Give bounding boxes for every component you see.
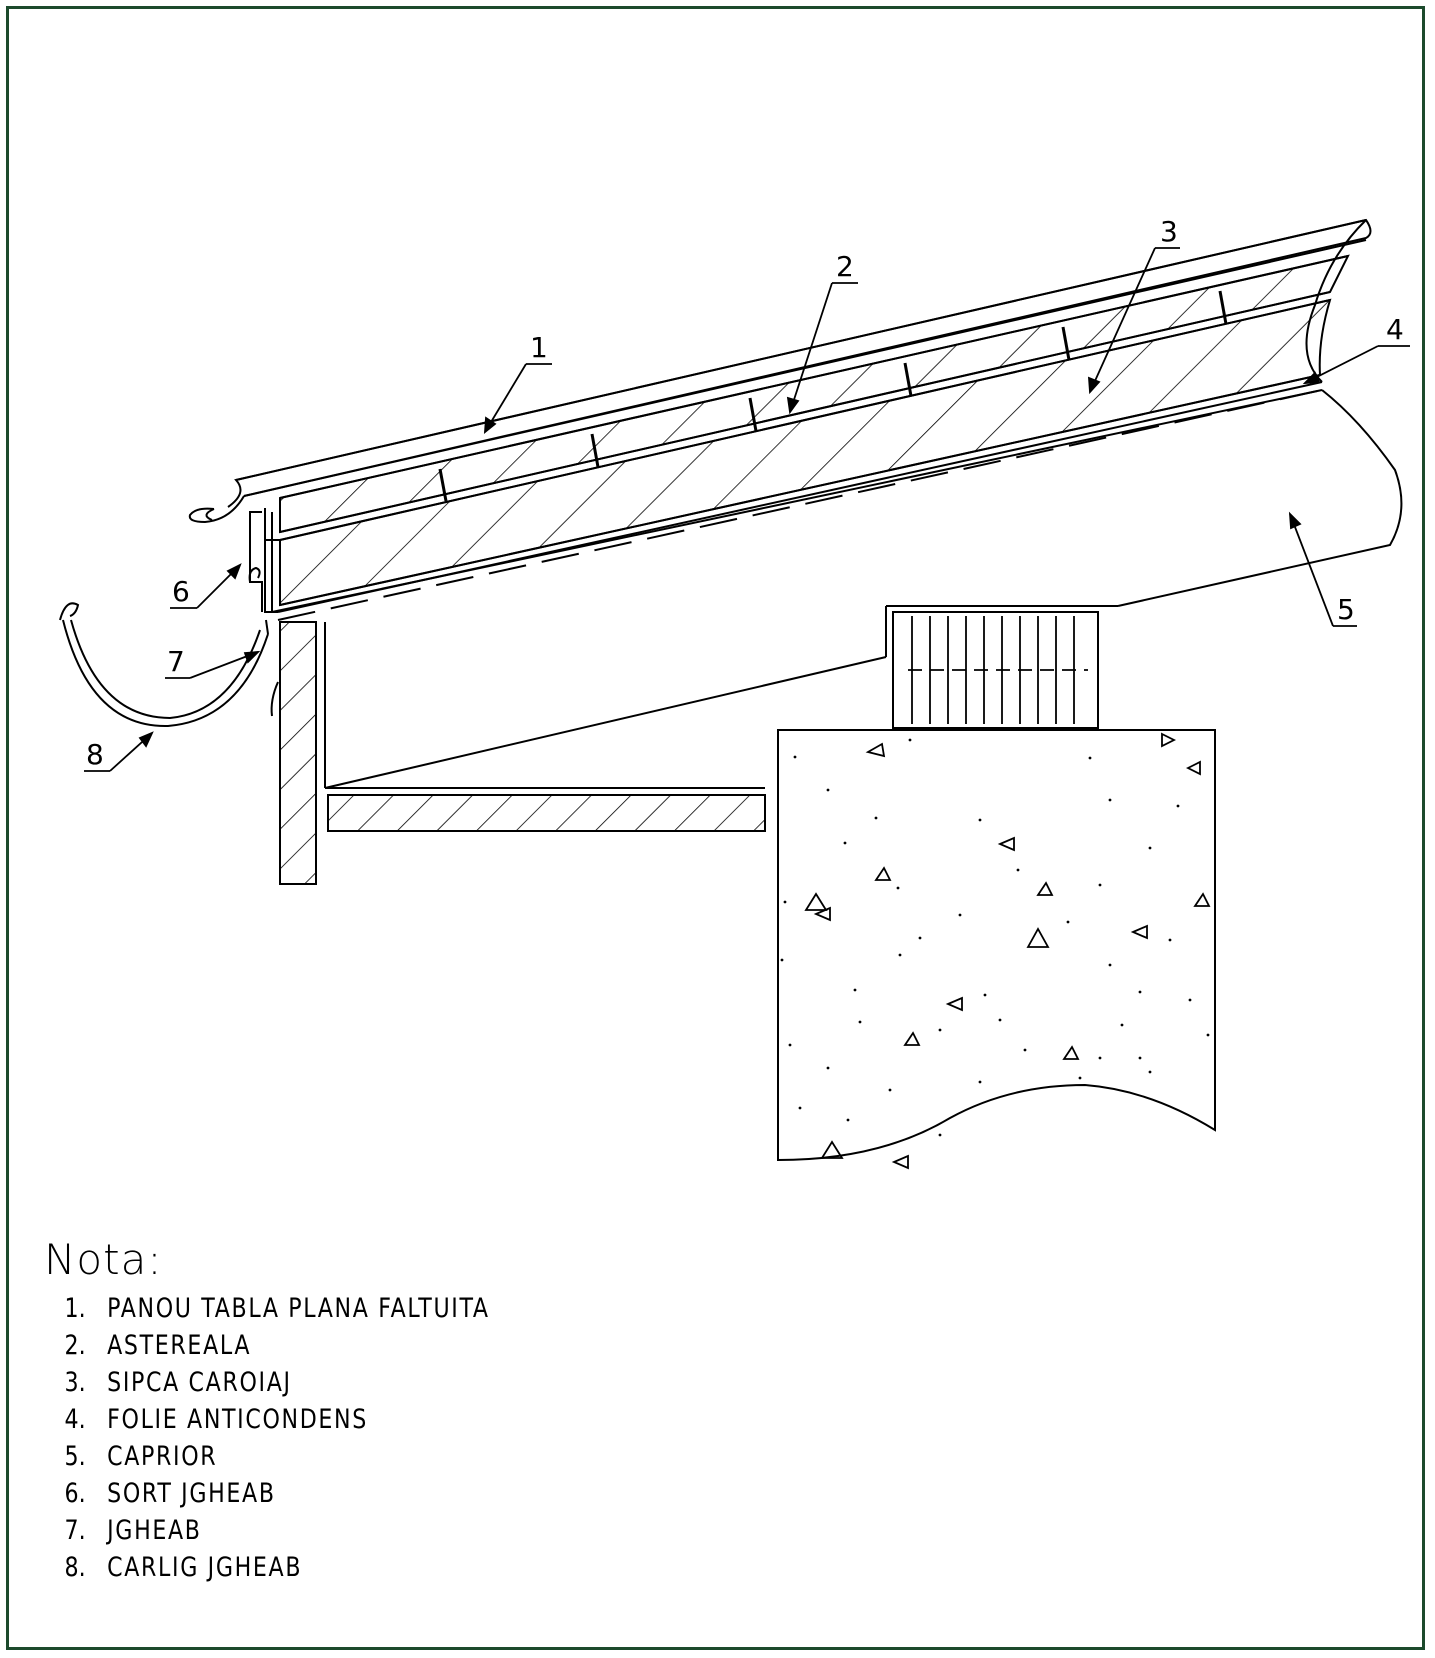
boarding-layer (279, 254, 1350, 534)
legend-item: 2. ASTEREALA (44, 1327, 490, 1364)
concrete-wall (777, 729, 1216, 1170)
legend-item: 7. JGHEAB (44, 1512, 490, 1549)
callout-4: 4 (1386, 313, 1404, 346)
legend-item: 4. FOLIE ANTICONDENS (44, 1401, 490, 1438)
callout-5: 5 (1337, 593, 1355, 626)
callout-8: 8 (86, 738, 104, 771)
legend-item-number: 8. (64, 1552, 86, 1583)
legend-item-number: 5. (64, 1441, 86, 1472)
drawing-frame (6, 6, 1425, 1650)
wall-plate (892, 611, 1099, 729)
legend-item-text: CARLIG JGHEAB (107, 1552, 303, 1583)
eave-edge-profile (264, 389, 1323, 613)
legend-item-number: 4. (64, 1404, 86, 1435)
legend-item: 6. SORT JGHEAB (44, 1475, 490, 1512)
callout-labels: 1 2 3 4 5 6 7 8 (86, 215, 1404, 771)
soffit-board (325, 787, 766, 832)
legend-item-text: FOLIE ANTICONDENS (107, 1404, 368, 1435)
drip-edge (248, 511, 263, 612)
fascia-board (279, 621, 317, 885)
legend-item-number: 3. (64, 1367, 86, 1398)
callout-2: 2 (836, 250, 854, 283)
legend-item-text: SIPCA CAROIAJ (107, 1367, 292, 1398)
legend-item: 8. CARLIG JGHEAB (44, 1549, 490, 1586)
legend-item-text: CAPRIOR (107, 1441, 218, 1472)
legend-item: 1. PANOU TABLA PLANA FALTUITA (44, 1290, 490, 1327)
legend-item-number: 7. (64, 1515, 86, 1546)
legend-item-text: JGHEAB (107, 1515, 202, 1546)
gutter (59, 602, 279, 728)
callout-1: 1 (530, 331, 548, 364)
legend-item: 5. CAPRIOR (44, 1438, 490, 1475)
legend-item-number: 2. (64, 1330, 86, 1361)
legend-item-text: PANOU TABLA PLANA FALTUITA (107, 1293, 490, 1324)
legend-notes: Nota: 1. PANOU TABLA PLANA FALTUITA 2. AST… (44, 1235, 588, 1586)
legend-item: 3. SIPCA CAROIAJ (44, 1364, 490, 1401)
callout-6: 6 (172, 575, 190, 608)
rafter (324, 219, 1403, 789)
legend-item-number: 1. (64, 1293, 86, 1324)
legend-title: Nota: (44, 1235, 163, 1284)
legend-item-number: 6. (64, 1478, 86, 1509)
callout-leaders (84, 247, 1410, 772)
callout-7: 7 (167, 645, 185, 678)
legend-item-text: ASTEREALA (107, 1330, 252, 1361)
callout-3: 3 (1160, 215, 1178, 248)
legend-item-text: SORT JGHEAB (107, 1478, 276, 1509)
